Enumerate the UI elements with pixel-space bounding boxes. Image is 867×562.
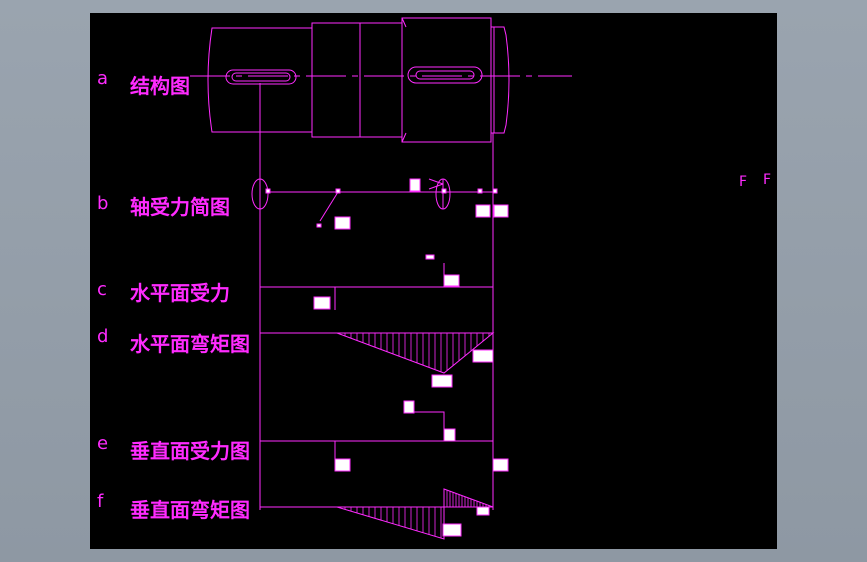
row-title-horizontal-moment: 水平面弯矩图 [130, 332, 250, 356]
moment-hatching [344, 333, 493, 539]
row-letter-e: e [97, 433, 109, 454]
vertical-moment-diagram [260, 488, 494, 540]
row-title-horizontal-force: 水平面受力 [130, 281, 230, 305]
vertical-force-diagram [260, 411, 494, 463]
row-title-force-sketch: 轴受力简图 [130, 195, 230, 219]
shaft-diagram [190, 17, 572, 540]
row-letter-f: f [97, 491, 104, 512]
force-markers [265, 188, 498, 260]
force-diagram [251, 178, 493, 222]
corner-text-f2: F [763, 172, 772, 188]
row-letter-b: b [97, 193, 109, 214]
row-letter-a: a [97, 68, 109, 89]
row-title-vertical-moment: 垂直面弯矩图 [130, 498, 250, 522]
row-letter-c: c [97, 279, 107, 300]
drawing-canvas: a b c d e f 结构图 轴受力简图 水平面受力 水平面弯矩图 垂直面受力… [90, 13, 777, 549]
row-title-vertical-force: 垂直面受力图 [130, 439, 250, 463]
horizontal-moment-diagram [260, 332, 495, 374]
row-title-structure: 结构图 [130, 74, 190, 98]
shaft-structure [190, 17, 572, 143]
corner-text-f1: F [739, 174, 748, 190]
row-letter-d: d [97, 326, 109, 347]
value-tags [313, 178, 509, 537]
